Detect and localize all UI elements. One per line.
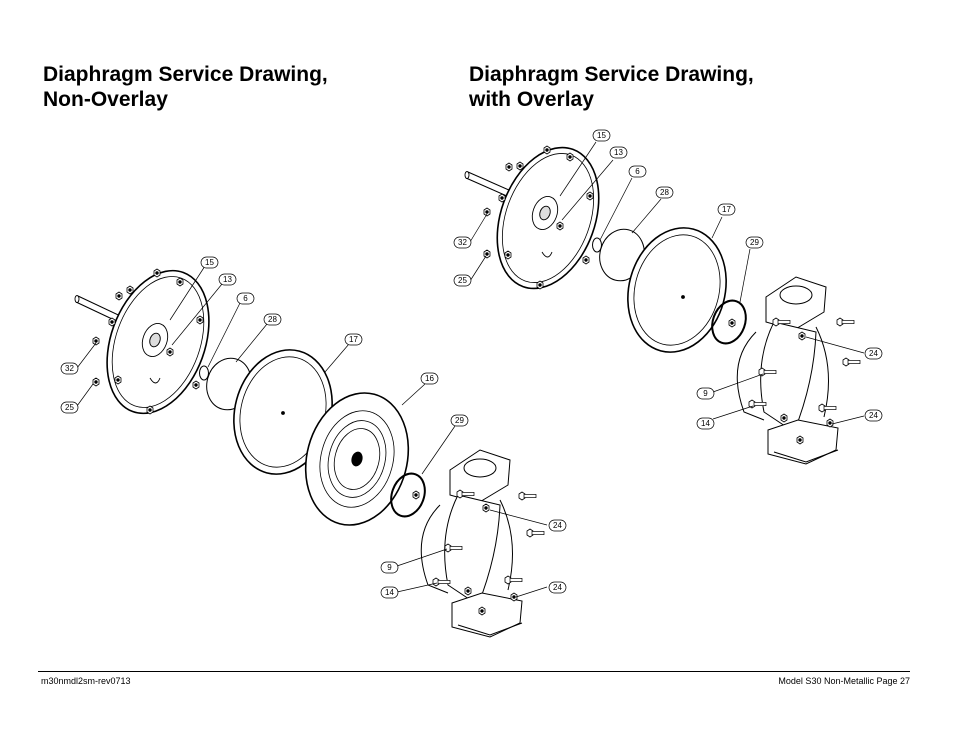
callout: 17 — [717, 203, 736, 216]
svg-text:17: 17 — [722, 205, 731, 214]
svg-text:6: 6 — [635, 167, 640, 176]
outer-cover — [496, 146, 600, 290]
svg-text:17: 17 — [349, 335, 358, 344]
left-exploded-view — [74, 265, 548, 638]
o-ring-29 — [711, 299, 747, 345]
callout: 9 — [696, 387, 715, 400]
callout: 28 — [655, 186, 674, 199]
callout: 25 — [453, 274, 472, 287]
svg-text:6: 6 — [243, 294, 248, 303]
svg-text:25: 25 — [458, 276, 467, 285]
svg-text:25: 25 — [65, 403, 74, 412]
title-with-overlay-line2: with Overlay — [469, 88, 594, 111]
callout: 17 — [344, 333, 363, 346]
callout: 13 — [609, 146, 628, 159]
pump-body-right — [736, 276, 861, 465]
callout: 9 — [380, 561, 399, 574]
callout: 28 — [263, 313, 282, 326]
svg-text:15: 15 — [597, 131, 606, 140]
callout: 29 — [745, 236, 764, 249]
title-with-overlay-line1: Diaphragm Service Drawing, — [469, 63, 754, 86]
washer — [199, 365, 209, 381]
left-callouts: 15 13 6 28 17 16 29 32 25 24 9 14 24 — [60, 256, 567, 599]
footer-doc-id: m30nmdl2sm-rev0713 — [41, 676, 131, 686]
leader-lines-right — [469, 141, 865, 425]
washer — [592, 237, 602, 253]
title-non-overlay-line1: Diaphragm Service Drawing, — [43, 63, 328, 86]
title-non-overlay-line2: Non-Overlay — [43, 88, 168, 111]
callout: 25 — [60, 401, 79, 414]
callout: 16 — [420, 372, 439, 385]
footer-page-label: Model S30 Non-Metallic Page 27 — [778, 676, 910, 686]
svg-text:9: 9 — [387, 563, 392, 572]
title-with-overlay: Diaphragm Service Drawing, with Overlay — [469, 62, 754, 112]
outer-cover — [106, 269, 210, 415]
diaphragm-17 — [627, 227, 727, 353]
callout: 6 — [236, 292, 255, 305]
footer-rule — [38, 671, 910, 672]
svg-text:28: 28 — [268, 315, 277, 324]
svg-text:13: 13 — [223, 275, 232, 284]
svg-text:14: 14 — [701, 419, 710, 428]
svg-text:16: 16 — [425, 374, 434, 383]
svg-text:9: 9 — [703, 389, 708, 398]
svg-text:29: 29 — [455, 416, 464, 425]
callout: 24 — [864, 409, 883, 422]
svg-text:14: 14 — [385, 588, 394, 597]
callout: 13 — [218, 273, 237, 286]
callout: 24 — [548, 519, 567, 532]
right-callouts: 15 13 6 28 17 29 32 25 24 9 14 24 — [453, 129, 883, 430]
leader-lines-left — [76, 265, 548, 598]
callout: 14 — [380, 586, 399, 599]
callout: 24 — [864, 347, 883, 360]
callout: 6 — [628, 165, 647, 178]
o-ring-29 — [390, 472, 426, 518]
svg-text:28: 28 — [660, 188, 669, 197]
callout: 29 — [450, 414, 469, 427]
svg-text:24: 24 — [869, 411, 878, 420]
svg-text:32: 32 — [65, 364, 74, 373]
svg-text:13: 13 — [614, 148, 623, 157]
callout: 15 — [200, 256, 219, 269]
svg-text:29: 29 — [750, 238, 759, 247]
pump-body-left — [420, 449, 545, 638]
svg-text:24: 24 — [869, 349, 878, 358]
title-non-overlay: Diaphragm Service Drawing, Non-Overlay — [43, 62, 328, 112]
svg-text:15: 15 — [205, 258, 214, 267]
right-exploded-view — [464, 141, 865, 465]
svg-text:32: 32 — [458, 238, 467, 247]
callout: 14 — [696, 417, 715, 430]
callout: 32 — [453, 236, 472, 249]
svg-text:24: 24 — [553, 583, 562, 592]
callout: 24 — [548, 581, 567, 594]
svg-text:24: 24 — [553, 521, 562, 530]
callout: 32 — [60, 362, 79, 375]
callout: 15 — [592, 129, 611, 142]
diaphragm-16 — [304, 392, 410, 526]
